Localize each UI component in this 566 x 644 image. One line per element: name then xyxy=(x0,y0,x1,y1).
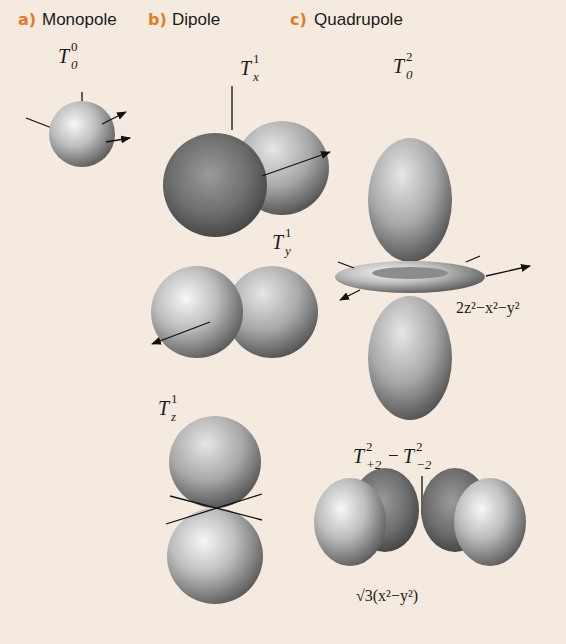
polynomial-label: √3(x²−y²) xyxy=(356,588,418,604)
tensor-symbol: T xyxy=(393,56,404,76)
quadrupole-xy-figure xyxy=(314,468,526,566)
tensor-symbol: T xyxy=(272,232,283,252)
tensor-rank: 1 xyxy=(253,52,260,65)
tensor-component: y xyxy=(285,244,291,257)
monopole-figure xyxy=(26,92,130,167)
panel-title: Dipole xyxy=(172,11,220,28)
dipole-y-figure xyxy=(151,266,318,358)
panel-title: Monopole xyxy=(42,11,117,28)
tensor-component: z xyxy=(171,410,176,423)
tensor-rank: 2 xyxy=(366,440,373,453)
tensor-rank: 2 xyxy=(406,50,413,63)
tensor-component: 0 xyxy=(71,58,78,71)
tensor-symbol: T xyxy=(240,58,251,78)
tensor-component: 0 xyxy=(406,68,413,81)
tensor-rank: 2 xyxy=(416,440,423,453)
tensor-rank: 1 xyxy=(171,392,178,405)
tensor-rank: 0 xyxy=(71,40,78,53)
tensor-component: +2 xyxy=(366,458,381,471)
panel-tag: a) xyxy=(18,12,36,28)
quadrupole-z2-figure xyxy=(335,138,530,420)
tensor-symbol: T xyxy=(353,446,364,466)
panel-tag: c) xyxy=(290,12,307,28)
tensor-rank: 1 xyxy=(285,226,292,239)
tensor-component: −2 xyxy=(416,458,431,471)
tensor-symbol: T xyxy=(158,398,169,418)
panel-tag: b) xyxy=(148,12,167,28)
polynomial-label: 2z²−x²−y² xyxy=(456,300,520,316)
tensor-symbol: T xyxy=(403,446,414,466)
panel-title: Quadrupole xyxy=(314,11,403,28)
dipole-z-figure xyxy=(166,416,263,604)
operator-sign: − xyxy=(388,446,399,465)
dipole-x-figure xyxy=(163,86,330,237)
tensor-symbol: T xyxy=(58,46,69,66)
tensor-component: x xyxy=(253,70,259,83)
